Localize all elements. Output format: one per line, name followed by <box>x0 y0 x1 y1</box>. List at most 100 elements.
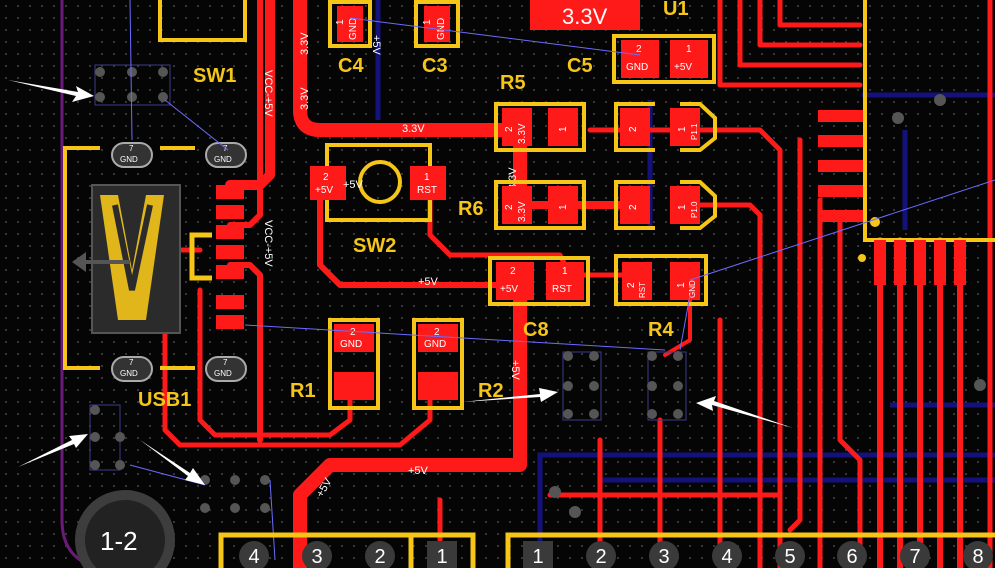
header-right-pin-label: 8 <box>972 546 983 568</box>
plus5v-net-label-bottom: +5V <box>408 465 429 477</box>
ratsnest-lines <box>129 0 995 561</box>
plus5v-net-label-c8: +5V <box>418 276 439 288</box>
c5-pad-gnd: GND <box>626 62 648 73</box>
v33-net-label-r5-vert: 3.3V <box>507 167 519 190</box>
c8-designator: C8 <box>523 319 549 341</box>
led-p11-net: P1.1 <box>690 123 699 140</box>
r1-pad-gnd: GND <box>340 339 362 350</box>
c8-pad-2: 2 <box>510 266 516 277</box>
sw2-designator: SW2 <box>353 235 396 257</box>
usb1-pad-7a: 7 <box>129 358 134 367</box>
r5-designator: R5 <box>500 72 526 94</box>
sw1-footprint[interactable] <box>94 0 247 106</box>
mounting-hole-label: 1-2 <box>100 526 138 556</box>
c8-pad-5v: +5V <box>500 284 518 295</box>
r4-pad-gnd: GND <box>688 280 697 298</box>
c8-pad-1: 1 <box>562 266 568 277</box>
r2-pad-gnd: GND <box>424 339 446 350</box>
u1-supply-pad <box>530 0 640 30</box>
r6-pad-1: 1 <box>558 204 569 210</box>
c4-pad-gnd: GND <box>348 18 359 40</box>
header-right-pin-label: 5 <box>784 546 795 568</box>
sw1-pad-gnd-a: GND <box>120 155 138 164</box>
led-p11-footprint[interactable] <box>614 102 717 152</box>
usb1-pad-7b: 7 <box>223 358 228 367</box>
usb1-footprint[interactable] <box>63 142 247 382</box>
header-left-pin-label: 4 <box>248 546 259 568</box>
r5-pad-1: 1 <box>558 126 569 132</box>
c5-pad-1: 1 <box>686 44 692 55</box>
v33-net-label-b: 3.3V <box>299 32 311 55</box>
v33-net-label-a: 3.3V <box>299 87 311 110</box>
r6-designator: R6 <box>458 198 484 220</box>
led-p10-pad-2: 2 <box>628 204 639 210</box>
c4-footprint[interactable] <box>328 0 372 48</box>
usb1-pad-gnd-b: GND <box>214 369 232 378</box>
sw2-pad-2: 2 <box>323 172 329 183</box>
sw2-footprint[interactable] <box>310 143 446 222</box>
r5-pad-2: 2 <box>504 126 515 132</box>
c3-footprint[interactable] <box>414 0 460 48</box>
r5-footprint[interactable] <box>494 102 586 152</box>
usb1-designator: USB1 <box>138 389 191 411</box>
r4-designator: R4 <box>648 319 674 341</box>
r2-footprint[interactable] <box>412 318 464 410</box>
header-right-pin-label: 3 <box>658 546 669 568</box>
sw1-pad-gnd-b: GND <box>214 155 232 164</box>
misc-vias <box>549 379 986 518</box>
header-right[interactable] <box>505 532 995 568</box>
plus5v-net-label-sw2: +5V <box>343 179 364 191</box>
c3-pad-gnd: GND <box>436 18 447 40</box>
led-p10-footprint[interactable] <box>614 180 717 230</box>
header-left[interactable] <box>218 532 476 568</box>
r1-footprint[interactable] <box>328 318 380 410</box>
c3-designator: C3 <box>422 55 448 77</box>
sw2-pad-rst: RST <box>417 185 437 196</box>
header-right-pin-label: 4 <box>721 546 732 568</box>
testpoint-grid-left[interactable] <box>89 404 270 513</box>
v33-net-label-r5: 3.3V <box>402 123 425 135</box>
r4-pad-rst: RST <box>638 282 647 298</box>
r5-pad-33v: 3.3V <box>517 123 528 144</box>
testpoint-grid-right[interactable] <box>562 351 687 421</box>
c3-pad-1: 1 <box>422 19 433 25</box>
r4-pad-1: 1 <box>676 282 687 288</box>
r4-footprint[interactable] <box>614 254 708 306</box>
c8-pad-rst: RST <box>552 284 572 295</box>
u1-footprint[interactable] <box>818 0 995 285</box>
vcc-net-label-upper: VCC-+5V <box>262 70 274 117</box>
mounting-hole <box>75 490 175 568</box>
u1-designator: U1 <box>663 0 689 20</box>
sw1-designator: SW1 <box>193 65 236 87</box>
header-right-pin-label: 7 <box>909 546 920 568</box>
led-p11-pad-1: 1 <box>677 126 688 132</box>
c4-designator: C4 <box>338 55 364 77</box>
r6-pad-33v: 3.3V <box>517 201 528 222</box>
c8-footprint[interactable] <box>488 256 590 306</box>
led-p10-pad-1: 1 <box>677 204 688 210</box>
r6-pad-2: 2 <box>504 204 515 210</box>
u1-supply-label: 3.3V <box>562 4 608 29</box>
r1-pad-2: 2 <box>350 327 356 338</box>
usb1-pad-gnd-a: GND <box>120 369 138 378</box>
c5-footprint[interactable] <box>612 34 716 84</box>
sw1-pad-7a: 7 <box>129 144 134 153</box>
header-right-pin-label: 2 <box>595 546 606 568</box>
header-left-pin-label: 1 <box>436 546 447 568</box>
vcc-net-label-lower: VCC-+5V <box>262 220 274 267</box>
r2-designator: R2 <box>478 380 504 402</box>
r1-designator: R1 <box>290 380 316 402</box>
plus5v-net-label-top: +5V <box>370 35 382 56</box>
r2-pad-2: 2 <box>434 327 440 338</box>
annotation-arrows <box>8 80 793 485</box>
c5-designator: C5 <box>567 55 593 77</box>
c5-pad-5v: +5V <box>674 62 692 73</box>
header-right-pin-label: 1 <box>532 546 543 568</box>
led-p10-net: P1.0 <box>690 201 699 218</box>
led-p11-pad-2: 2 <box>628 126 639 132</box>
r6-footprint[interactable] <box>494 180 586 230</box>
header-left-pin-label: 3 <box>311 546 322 568</box>
